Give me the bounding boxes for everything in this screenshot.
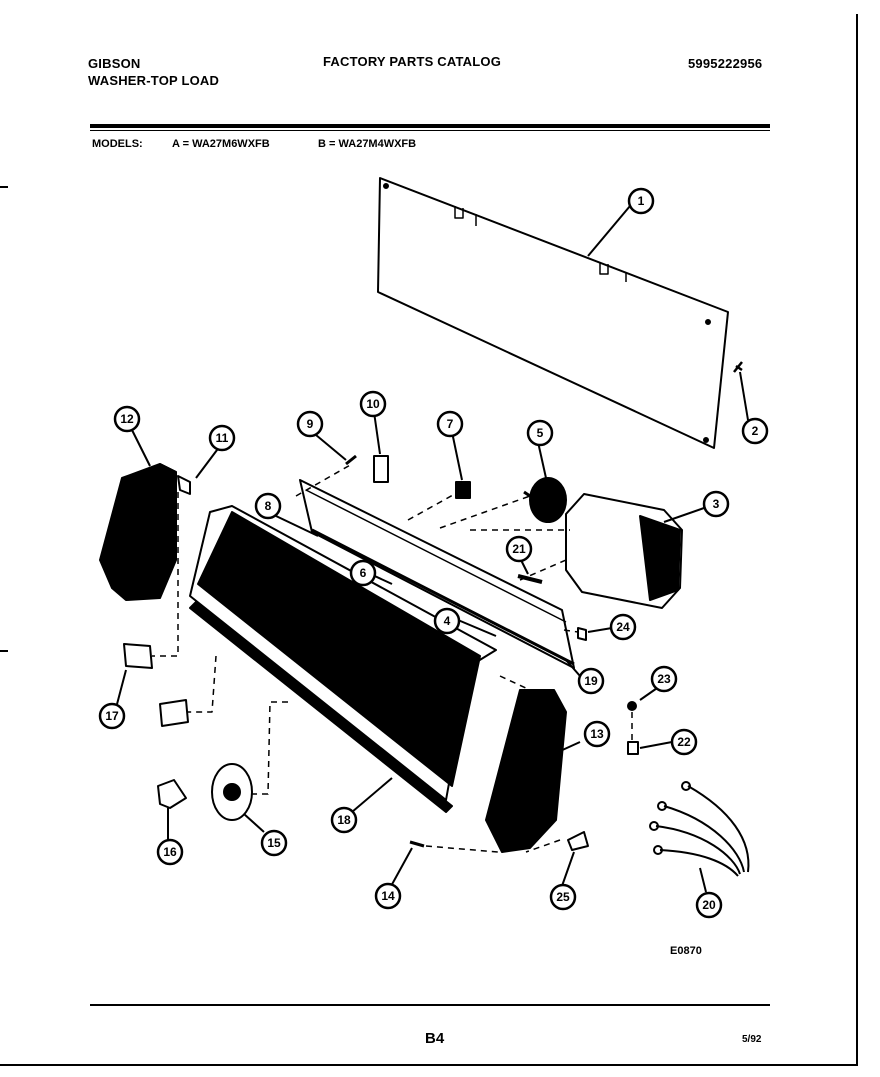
part-screw-9 (345, 454, 357, 466)
callout-21: 21 (505, 535, 533, 563)
callout-12: 12 (113, 405, 141, 433)
callout-17: 17 (98, 702, 126, 730)
brand-name: GIBSON (88, 56, 141, 71)
callout-9: 9 (296, 410, 324, 438)
callout-6: 6 (349, 559, 377, 587)
callout-2: 2 (741, 417, 769, 445)
callout-label: 14 (381, 889, 395, 903)
part-screw-14 (409, 840, 425, 848)
scan-mark (0, 186, 8, 188)
callout-23: 23 (650, 665, 678, 693)
model-a: A = WA27M6WXFB (172, 138, 270, 150)
callout-1: 1 (627, 187, 655, 215)
callout-label: 17 (105, 709, 119, 723)
callout-20: 20 (695, 891, 723, 919)
part-back-panel-slots (454, 206, 627, 282)
page-edge-right (856, 14, 858, 1064)
callout-label: 1 (638, 194, 645, 208)
header-rule-thick (90, 124, 770, 128)
scan-mark (0, 650, 8, 652)
callout-label: 7 (447, 417, 454, 431)
assembly-lines (152, 463, 633, 853)
callout-16: 16 (156, 838, 184, 866)
callout-7: 7 (436, 410, 464, 438)
callout-label: 2 (752, 424, 759, 438)
part-back-panel (377, 177, 729, 449)
callout-label: 15 (267, 836, 281, 850)
page-edge-bottom (0, 1064, 858, 1066)
part-right-end-cap (485, 689, 567, 853)
footer-rule (90, 1004, 770, 1006)
callout-label: 6 (360, 566, 367, 580)
callout-label: 8 (265, 499, 272, 513)
callout-10: 10 (359, 390, 387, 418)
part-clip-25 (567, 831, 589, 851)
part-clip-11 (177, 475, 191, 495)
part-light-17a (123, 643, 153, 669)
part-light-17b (159, 699, 189, 727)
page-number: B4 (425, 1030, 445, 1047)
part-screw-23 (627, 701, 637, 711)
callout-label: 19 (584, 674, 598, 688)
part-clip-24 (577, 627, 587, 641)
part-wire-harness (649, 781, 750, 877)
callout-15: 15 (260, 829, 288, 857)
header-rule-thin (90, 130, 770, 131)
part-switch-7 (455, 481, 471, 499)
part-component-21 (517, 574, 543, 584)
callout-8: 8 (254, 492, 282, 520)
callout-5: 5 (526, 419, 554, 447)
callout-13: 13 (583, 720, 611, 748)
part-screw-2 (733, 361, 743, 373)
catalog-title: FACTORY PARTS CATALOG (323, 54, 502, 69)
callout-14: 14 (374, 882, 402, 910)
callout-label: 22 (677, 735, 691, 749)
catalog-date: 5/92 (742, 1034, 762, 1045)
callout-label: 24 (616, 620, 630, 634)
callout-label: 25 (556, 890, 570, 904)
callout-label: 3 (713, 497, 720, 511)
models-label: MODELS: (92, 138, 143, 150)
callout-label: 5 (537, 426, 544, 440)
callout-label: 13 (590, 727, 604, 741)
callout-label: 20 (702, 898, 716, 912)
callout-3: 3 (702, 490, 730, 518)
callout-22: 22 (670, 728, 698, 756)
part-left-end-cap (99, 463, 177, 601)
callout-4: 4 (433, 607, 461, 635)
product-type: WASHER-TOP LOAD (88, 73, 220, 88)
callout-label: 9 (307, 417, 314, 431)
callout-label: 16 (163, 845, 177, 859)
callout-11: 11 (208, 424, 236, 452)
callout-19: 19 (577, 667, 605, 695)
callout-25: 25 (549, 883, 577, 911)
callout-label: 12 (120, 412, 134, 426)
callout-label: 21 (512, 542, 526, 556)
catalog-number: 5995222956 (688, 56, 763, 71)
callout-24: 24 (609, 613, 637, 641)
callout-label: 18 (337, 813, 351, 827)
callout-label: 4 (444, 614, 451, 628)
model-b: B = WA27M4WXFB (318, 138, 417, 150)
callout-18: 18 (330, 806, 358, 834)
diagram-code: E0870 (670, 945, 702, 957)
part-clip-22 (627, 741, 639, 755)
part-bracket-10 (373, 455, 389, 483)
part-knob-5 (529, 477, 567, 523)
part-knob-16 (157, 779, 187, 809)
callout-group: 1234567891011121314151617181920212223242… (98, 187, 769, 919)
callout-label: 11 (216, 431, 229, 445)
callout-label: 23 (657, 672, 671, 686)
callout-label: 10 (366, 397, 380, 411)
